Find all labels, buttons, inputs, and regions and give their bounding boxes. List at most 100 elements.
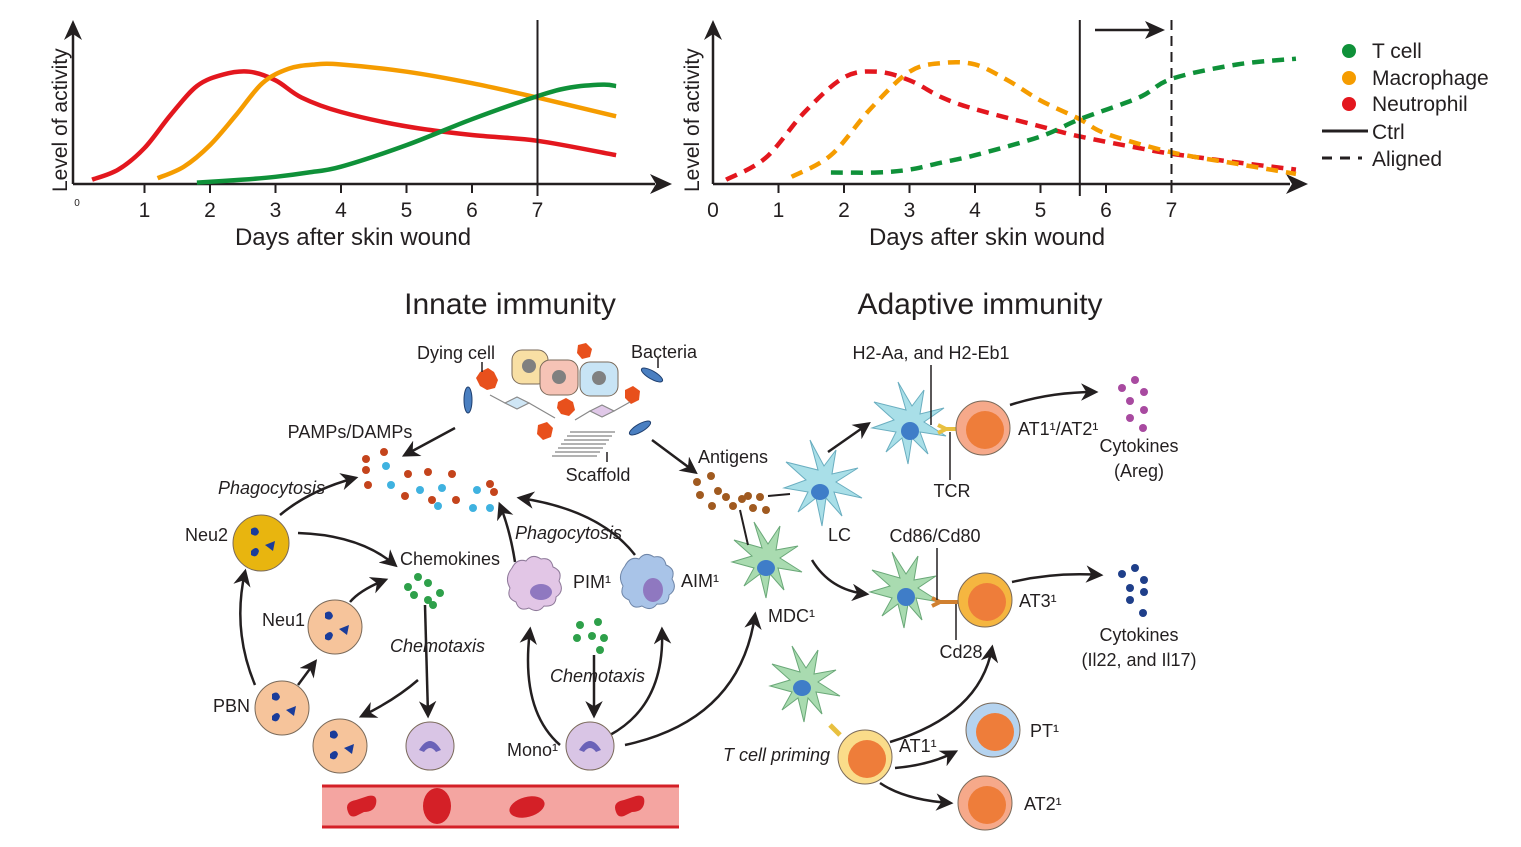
- legend-macrophage-label: Macrophage: [1372, 67, 1489, 90]
- molecule-dot: [382, 462, 390, 470]
- nucleus-lobe: [272, 692, 280, 701]
- arrow-chemotaxis-mono: [418, 604, 437, 719]
- arrow-at1-pt: [894, 750, 959, 770]
- cytokines-il-sub: (Il22, and Il17): [1081, 650, 1196, 670]
- nucleus-lobe: [251, 548, 259, 557]
- molecule-dot: [576, 621, 584, 629]
- x-tick-label: 6: [466, 199, 478, 222]
- molecule-dot: [380, 448, 388, 456]
- pamps-dots: [362, 448, 498, 512]
- molecule-dot: [1139, 609, 1147, 617]
- neutrophil-cells: [232, 514, 368, 774]
- molecule-dot: [424, 468, 432, 476]
- at3-label: AT3¹: [1019, 591, 1057, 611]
- red-blood-cell-icon: [509, 796, 545, 818]
- series-neutrophil: [725, 69, 1297, 182]
- arrow-at1-at2: [879, 781, 954, 811]
- tcr-label: TCR: [934, 481, 971, 501]
- cytokines-areg-sub: (Areg): [1114, 461, 1164, 481]
- adaptive-title: Adaptive immunity: [857, 288, 1102, 321]
- priming-receptor-icon: [828, 723, 842, 737]
- mdc-label: MDC¹: [768, 606, 815, 626]
- molecule-dot: [1140, 406, 1148, 414]
- dc-h2-nucleus: [901, 422, 919, 440]
- pamps-label: PAMPs/DAMPs: [288, 422, 413, 442]
- lc-nucleus: [811, 484, 829, 500]
- shift-arrow-head: [1145, 21, 1165, 39]
- legend-ctrl-label: Ctrl: [1372, 121, 1405, 144]
- x-tick-label: 3: [270, 199, 282, 222]
- blood-vessel: [322, 784, 679, 829]
- x-tick-label: 4: [969, 199, 981, 222]
- x-tick-label: 1: [139, 199, 151, 222]
- x-tick-label: 4: [335, 199, 347, 222]
- molecule-dot: [1140, 576, 1148, 584]
- at3-nucleus: [968, 583, 1006, 621]
- x-tick-label: 3: [904, 199, 916, 222]
- bacteria-icon: [640, 367, 664, 383]
- antigen-to-mdc: [739, 509, 749, 546]
- molecule-dot: [588, 632, 596, 640]
- molecule-dot: [1140, 388, 1148, 396]
- neu2-label: Neu2: [185, 525, 228, 545]
- molecule-dot: [438, 484, 446, 492]
- receptors: [828, 365, 958, 737]
- bacteria-icon: [463, 386, 473, 414]
- mdc-nucleus: [757, 560, 775, 576]
- x-tick-label: 1: [773, 199, 785, 222]
- molecule-dot: [401, 492, 409, 500]
- nucleus: [522, 359, 536, 373]
- molecule-dot: [1139, 424, 1147, 432]
- arrow-pbn-neu2: [233, 568, 257, 686]
- molecule-dot: [416, 486, 424, 494]
- at2-label: AT2¹: [1024, 794, 1062, 814]
- arrow-bacteria-antigens: [651, 438, 698, 475]
- molecule-dot: [744, 492, 752, 500]
- arrow-neu2-phagocytosis: [279, 473, 359, 516]
- mono-nucleus: [579, 741, 601, 752]
- arrow-neu2-chemokines: [297, 531, 398, 568]
- arrow-aim-phagocytosis: [516, 491, 636, 556]
- molecule-dot: [1118, 384, 1126, 392]
- molecule-dot: [424, 579, 432, 587]
- neu1-label: Neu1: [262, 610, 305, 630]
- dying-cell-icon: [625, 386, 640, 404]
- molecule-dot: [1131, 564, 1139, 572]
- pim-label: PIM¹: [573, 572, 611, 592]
- molecule-dot: [429, 601, 437, 609]
- molecule-dot: [452, 496, 460, 504]
- chart2-ylabel: Level of activity: [681, 48, 704, 192]
- dying-cell-icon: [476, 368, 498, 390]
- x-tick-label: 5: [1035, 199, 1047, 222]
- legend-macrophage-dot: [1342, 71, 1356, 85]
- chart1-x-arrow: [650, 174, 672, 194]
- cytokine-il-dots: [1118, 564, 1148, 617]
- molecule-dot: [696, 491, 704, 499]
- molecule-dot: [1126, 414, 1134, 422]
- molecule-dot: [1140, 588, 1148, 596]
- molecule-dot: [749, 504, 757, 512]
- molecule-dot: [469, 504, 477, 512]
- molecule-dot: [364, 481, 372, 489]
- molecule-dot: [1126, 584, 1134, 592]
- molecule-dot: [404, 470, 412, 478]
- x-tick-label: 2: [204, 199, 216, 222]
- neutrophil-nuclei: [251, 527, 354, 760]
- x-tick-label: 7: [532, 199, 544, 222]
- x-tick-label: 7: [1166, 199, 1178, 222]
- molecule-dot: [448, 470, 456, 478]
- nucleus-lobe: [325, 632, 333, 641]
- molecule-dot: [738, 495, 746, 503]
- t-priming-label: T cell priming: [723, 745, 830, 765]
- molecule-dot: [410, 591, 418, 599]
- scaffold-label: Scaffold: [566, 465, 631, 485]
- molecule-dot: [722, 493, 730, 501]
- pim-nucleus: [530, 584, 552, 600]
- molecule-dot: [1118, 570, 1126, 578]
- legend-aligned-label: Aligned: [1372, 148, 1442, 171]
- innate-title: Innate immunity: [404, 288, 616, 321]
- molecule-dot: [693, 478, 701, 486]
- arrow-at1at2-cytokines: [1009, 383, 1099, 407]
- red-blood-cell-icon: [347, 795, 377, 817]
- antigen-to-lc: [767, 493, 791, 497]
